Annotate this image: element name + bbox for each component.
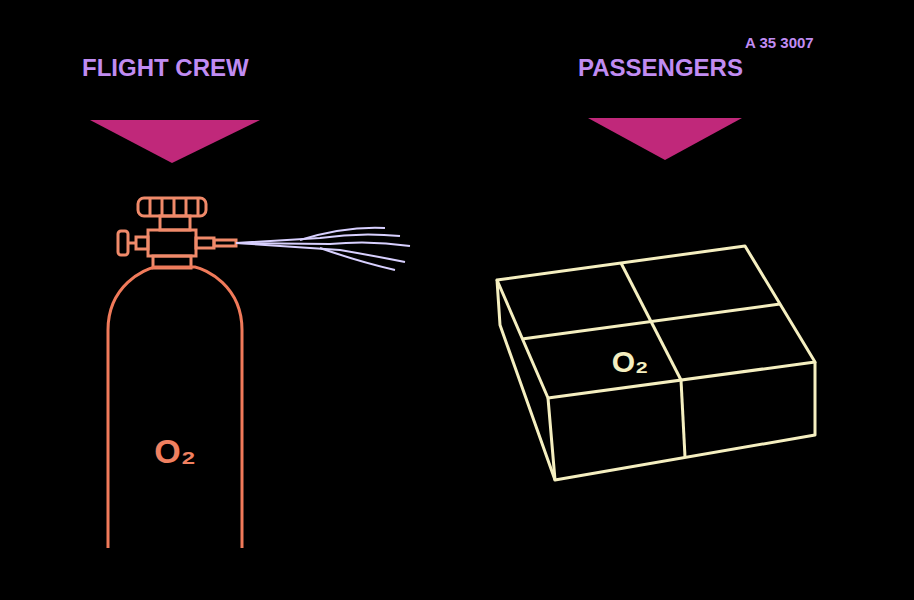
oxygen-cylinder: O₂: [105, 255, 247, 551]
figure-number: A 35 3007: [745, 35, 814, 50]
crew-arrow: [90, 120, 260, 163]
oxygen-container-box: O₂: [490, 240, 825, 492]
passenger-heading: PASSENGERS: [578, 56, 743, 80]
outline: [105, 255, 247, 551]
oxygen-symbol: O₂: [612, 347, 649, 377]
passenger-arrow: [588, 118, 742, 160]
oxygen-symbol: O₂: [154, 434, 196, 468]
oxygen-spray: [236, 228, 410, 270]
cylinder-valve: [118, 198, 236, 268]
crew-heading: FLIGHT CREW: [82, 56, 249, 80]
outline: [490, 240, 825, 492]
